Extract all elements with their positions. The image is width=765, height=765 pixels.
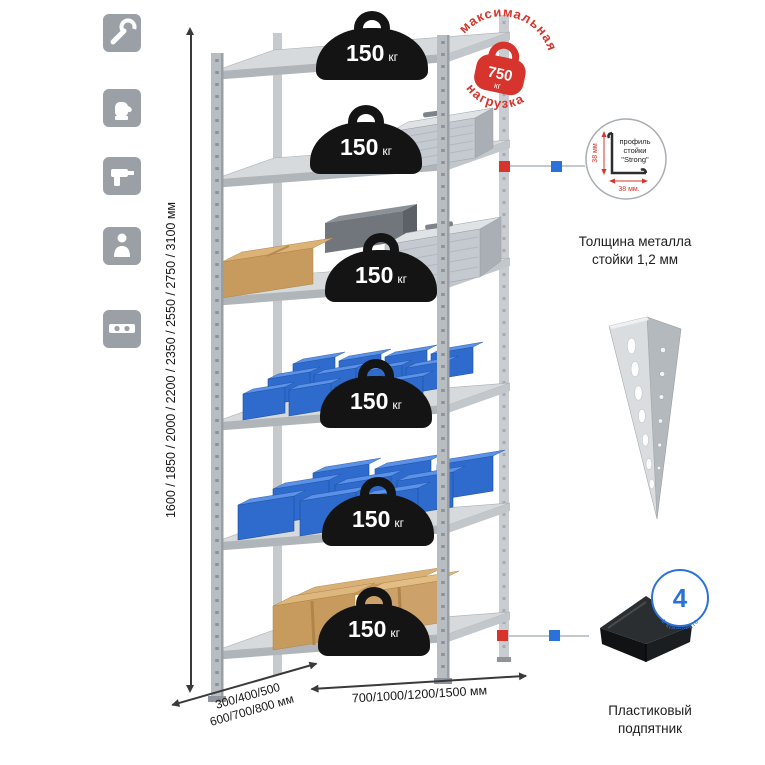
weight-value: 150: [339, 134, 379, 160]
weight-value: 150: [345, 40, 385, 66]
gloves-icon: [115, 102, 132, 120]
feature-tile-tools: [103, 14, 141, 52]
level-icon: [109, 324, 135, 333]
feature-tile-level: [103, 310, 141, 348]
foot-marker-blue: [549, 630, 560, 641]
foot-caption-line1: Пластиковый: [608, 703, 692, 718]
foot-marker-red: [497, 630, 508, 641]
angle-post-slots: [627, 337, 655, 490]
stamp-weight-body-icon: [474, 54, 526, 96]
shelf-load-weight-3: 150 кг: [325, 233, 437, 302]
weight-body-icon: 150 кг: [318, 604, 430, 656]
person-icon: [114, 233, 130, 257]
badge-value: 4: [673, 583, 688, 613]
profile-caption-line2: стойки 1,2 мм: [591, 251, 679, 267]
shelf-load-weight-6: 150 кг: [318, 587, 430, 656]
feature-tile-drill: [103, 157, 141, 195]
cardboard-box-shelf3: [221, 237, 334, 299]
rack-post-back-left: [273, 33, 282, 675]
foot-connector-line: [497, 635, 589, 637]
profile-label-2: стойки: [624, 146, 647, 155]
stamp-value: 750: [486, 63, 514, 85]
profile-connector-line: [499, 165, 585, 167]
weight-value: 150: [349, 388, 389, 414]
weight-value: 150: [347, 616, 387, 642]
height-dimension-label: 1600 / 1850 / 2000 / 2200 / 2350 / 2550 …: [164, 201, 178, 519]
profile-angle-drawing: [607, 131, 648, 175]
foot-caption-line2: подпятник: [617, 720, 683, 736]
shelf-load-weight-1: 150 кг: [316, 11, 428, 80]
included-count-badge: в комплекте 4: [651, 569, 709, 629]
rack-post-front-left: [208, 53, 226, 702]
shelf-load-weight-2: 150 кг: [310, 105, 422, 174]
weight-unit: кг: [390, 626, 400, 640]
plastic-foot-image: [600, 596, 692, 662]
shelf-load-weight-4: 150 кг: [320, 359, 432, 428]
foot-caption: Пластиковый подпятник: [565, 702, 735, 737]
rack-post-back-right: [499, 15, 509, 659]
height-arrow-down-icon: [186, 685, 194, 693]
angle-post-image: [608, 316, 682, 520]
profile-marker-blue: [551, 161, 562, 172]
feature-tile-person: [103, 227, 141, 265]
profile-dim-vertical: 38 мм: [592, 143, 599, 163]
weight-value: 150: [354, 262, 394, 288]
weight-unit: кг: [382, 144, 392, 158]
profile-label-3: "Strong": [621, 155, 649, 164]
weight-unit: кг: [392, 398, 402, 412]
profile-dim-horizontal: 38 мм.: [618, 186, 639, 193]
drill-icon: [111, 169, 134, 186]
wrench-icon: [110, 18, 137, 45]
height-dimension-line: [190, 34, 192, 686]
height-arrow-up-icon: [186, 27, 194, 35]
weight-body-icon: 150 кг: [325, 250, 437, 302]
angle-post-holes: [656, 347, 666, 470]
shelf-load-weight-5: 150 кг: [322, 477, 434, 546]
weight-value: 150: [351, 506, 391, 532]
profile-label-1: профиль: [619, 137, 650, 146]
weight-body-icon: 150 кг: [320, 376, 432, 428]
max-load-stamp: максимальная нагрузка 750 кг: [454, 4, 563, 117]
feature-tile-gloves: [103, 89, 141, 127]
profile-detail-circle: 38 мм 38 мм. профиль стойки "Strong": [585, 118, 667, 200]
weight-body-icon: 150 кг: [316, 28, 428, 80]
profile-caption-line1: Толщина металла: [578, 234, 692, 249]
weight-body-icon: 150 кг: [322, 494, 434, 546]
weight-unit: кг: [397, 272, 407, 286]
profile-marker-red: [499, 161, 510, 172]
stamp-unit: кг: [493, 80, 502, 91]
weight-unit: кг: [388, 50, 398, 64]
weight-body-icon: 150 кг: [310, 122, 422, 174]
weight-unit: кг: [394, 516, 404, 530]
profile-caption: Толщина металла стойки 1,2 мм: [550, 233, 720, 268]
